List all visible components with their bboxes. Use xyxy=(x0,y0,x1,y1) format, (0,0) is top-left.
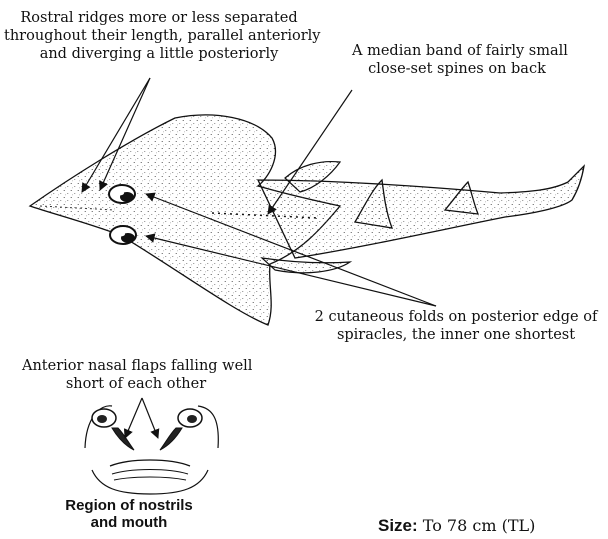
rostral-line-1: Rostral ridges more or less separated xyxy=(4,9,314,27)
nasal-arrow-2 xyxy=(142,398,158,438)
size-info: Size: To 78 cm (TL) xyxy=(378,516,535,536)
spiracle-lower xyxy=(110,226,136,244)
rostral-line-2: throughout their length, parallel anteri… xyxy=(4,27,314,45)
nasal-arrow-1 xyxy=(125,398,142,438)
cutaneous-line-1: 2 cutaneous folds on posterior edge of xyxy=(306,308,606,326)
nasal-line-1: Anterior nasal flaps falling well xyxy=(22,357,250,375)
inset-caption-line-1: Region of nostrils xyxy=(50,497,208,514)
rostral-line-3: and diverging a little posteriorly xyxy=(4,45,314,63)
inset-caption: Region of nostrils and mouth xyxy=(50,497,208,531)
median-line-1: A median band of fairly small xyxy=(352,42,562,60)
nostril-mouth-inset xyxy=(85,406,218,494)
cutaneous-folds-annotation: 2 cutaneous folds on posterior edge of s… xyxy=(306,308,606,344)
pelvic-fin-lower xyxy=(262,258,350,273)
median-line-2: close-set spines on back xyxy=(352,60,562,78)
rostral-ridges-annotation: Rostral ridges more or less separated th… xyxy=(4,9,314,63)
size-value: To 78 cm (TL) xyxy=(423,516,536,535)
cutaneous-line-2: spiracles, the inner one shortest xyxy=(306,326,606,344)
nasal-line-2: short of each other xyxy=(22,375,250,393)
size-label: Size: xyxy=(378,516,418,535)
median-band-annotation: A median band of fairly small close-set … xyxy=(352,42,562,78)
spiracle-upper xyxy=(109,185,135,203)
inset-caption-line-2: and mouth xyxy=(50,514,208,531)
nasal-flaps-annotation: Anterior nasal flaps falling well short … xyxy=(22,357,250,393)
